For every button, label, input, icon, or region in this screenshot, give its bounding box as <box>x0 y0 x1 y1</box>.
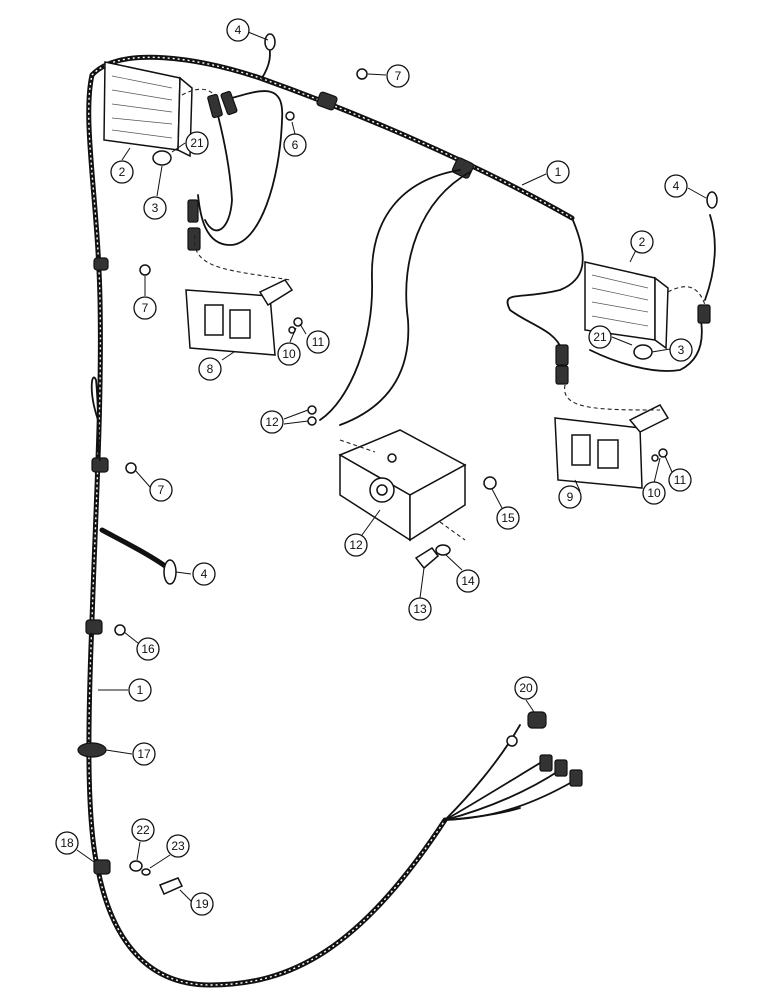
callout-23: 23 <box>166 834 190 858</box>
callout-label: 4 <box>201 567 208 581</box>
work-lamp-left <box>103 61 219 166</box>
lamp-left-wiring <box>187 90 284 251</box>
callout-2-right: 2 <box>630 230 654 254</box>
callout-11-right: 11 <box>668 468 692 492</box>
fasteners <box>114 68 668 895</box>
end-connectors <box>506 711 583 787</box>
callout-22: 22 <box>131 818 155 842</box>
callout-label: 15 <box>501 511 515 525</box>
ring-terminal-top <box>261 33 276 79</box>
callout-label: 1 <box>555 165 562 179</box>
callout-label: 21 <box>190 136 204 150</box>
callout-label: 21 <box>593 330 607 344</box>
beacon-bracket <box>338 429 467 542</box>
leader-lines <box>76 31 707 903</box>
work-lamp-right <box>584 261 669 360</box>
callout-4-right: 4 <box>664 174 688 198</box>
callout-7-top: 7 <box>386 64 410 88</box>
ground-lead-left <box>99 527 171 571</box>
callout-21-left: 21 <box>185 131 209 155</box>
callout-13: 13 <box>408 597 432 621</box>
callout-7-mid: 7 <box>133 296 157 320</box>
callout-1-top: 1 <box>546 160 570 184</box>
callout-label: 22 <box>136 823 150 837</box>
callout-label: 18 <box>60 836 74 850</box>
callout-label: 11 <box>674 473 687 487</box>
callout-label: 12 <box>349 538 363 552</box>
callout-label: 19 <box>195 897 209 911</box>
callout-label: 8 <box>207 362 214 376</box>
callout-label: 17 <box>137 747 151 761</box>
callout-label: 2 <box>639 235 646 249</box>
callout-label: 4 <box>673 179 680 193</box>
callout-label: 1 <box>137 683 144 697</box>
callout-1-left: 1 <box>128 678 152 702</box>
harness-branch-loop <box>90 376 101 461</box>
callout-label: 11 <box>312 335 325 349</box>
callout-label: 6 <box>292 138 299 152</box>
callout-15: 15 <box>496 506 520 530</box>
callout-14: 14 <box>456 569 480 593</box>
callout-7-low: 7 <box>149 478 173 502</box>
rear-lamp-right <box>554 384 670 489</box>
callout-label: 3 <box>678 343 685 357</box>
callout-label: 14 <box>461 574 475 588</box>
callout-label: 2 <box>119 165 126 179</box>
callout-label: 16 <box>141 642 155 656</box>
rear-lamp-left <box>185 234 294 356</box>
callout-label: 3 <box>152 201 159 215</box>
callout-4-left: 4 <box>192 562 216 586</box>
lamp-right-wiring <box>506 214 716 385</box>
callout-20: 20 <box>514 676 538 700</box>
callout-label: 7 <box>142 301 149 315</box>
callout-label: 9 <box>567 490 574 504</box>
harness-clips <box>77 91 475 875</box>
callout-3-right: 3 <box>669 338 693 362</box>
ring-terminal-right <box>706 191 718 209</box>
callout-18: 18 <box>55 831 79 855</box>
callout-17: 17 <box>132 742 156 766</box>
callout-12-bottom: 12 <box>344 533 368 557</box>
callout-label: 20 <box>519 681 533 695</box>
beacon-leads <box>319 169 471 426</box>
callout-label: 10 <box>282 347 296 361</box>
callout-10-right: 10 <box>642 481 666 505</box>
callout-label: 7 <box>395 69 402 83</box>
callout-4-top: 4 <box>226 18 250 42</box>
callout-9: 9 <box>558 485 582 509</box>
callout-label: 12 <box>265 415 279 429</box>
callout-label: 7 <box>158 483 165 497</box>
callout-2-left: 2 <box>110 160 134 184</box>
callout-12-top: 12 <box>260 410 284 434</box>
callout-8: 8 <box>198 357 222 381</box>
callout-3-left: 3 <box>143 196 167 220</box>
callout-16: 16 <box>136 637 160 661</box>
callout-6: 6 <box>283 133 307 157</box>
callout-label: 13 <box>413 602 427 616</box>
callout-label: 4 <box>235 23 242 37</box>
callout-21-right: 21 <box>588 325 612 349</box>
callout-10-left: 10 <box>277 342 301 366</box>
callout-label: 10 <box>647 486 661 500</box>
callout-label: 23 <box>171 839 185 853</box>
callout-11-left: 11 <box>306 330 330 354</box>
callout-19: 19 <box>190 892 214 916</box>
